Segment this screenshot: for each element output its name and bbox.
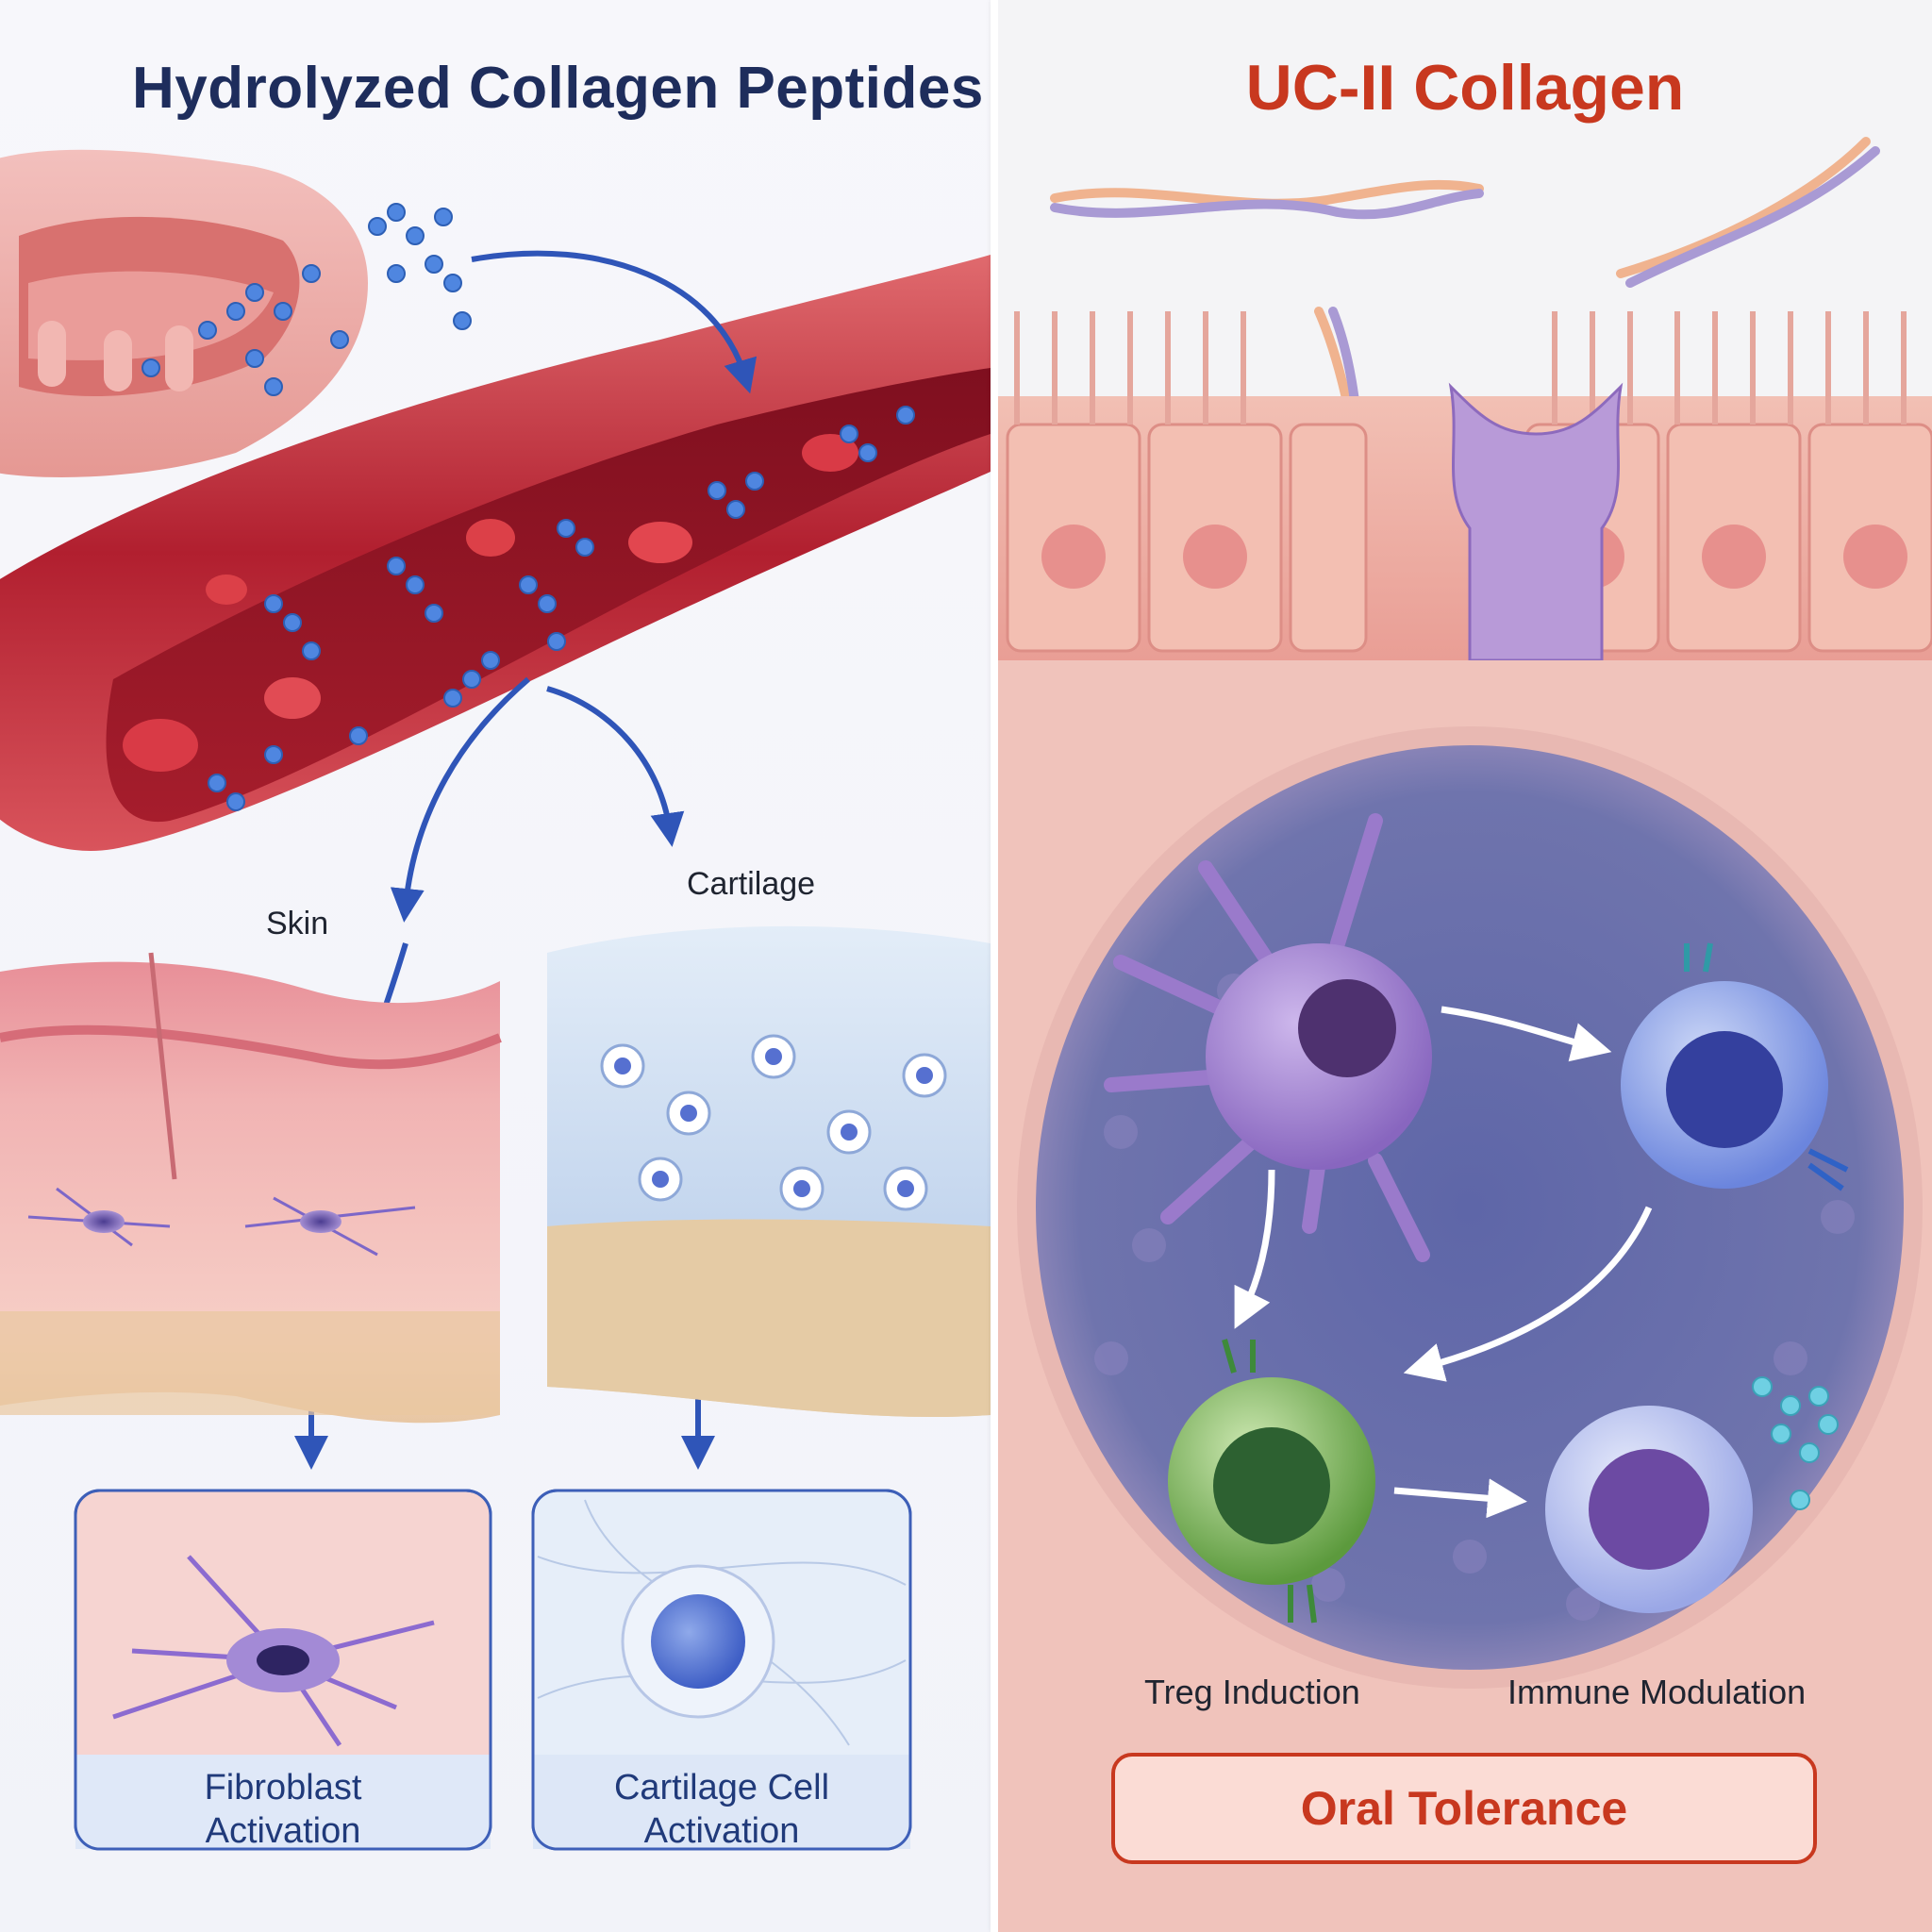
cartilage-cell-activation-label: Cartilage Cell Activation [533,1766,910,1853]
antigen-presenting-cell [1104,813,1432,1262]
immune-flow-arrows [1234,1006,1653,1519]
fibroblast-label-line2: Activation [205,1811,361,1851]
lymphoid-follicle [1017,726,1923,1689]
right-illustration [998,137,1932,1932]
fibroblast-outcome-box [74,1489,492,1851]
cartilage-tissue-block [547,925,991,1418]
fibroblast-label-line1: Fibroblast [204,1768,362,1807]
right-panel: UC-II Collagen Treg Induction Immune Mod… [998,0,1932,1932]
fibroblast-activation-label: Fibroblast Activation [75,1766,491,1853]
intestinal-epithelium [998,311,1932,662]
intestine-segment [0,149,368,477]
t-cell [1621,942,1849,1191]
peptide-molecules [142,203,915,811]
panel-divider [991,0,998,1932]
cartilage-cell-outcome-box [531,1489,912,1851]
left-panel: Hydrolyzed Collagen Peptides Skin Cartil… [0,0,991,1932]
left-illustration [0,149,991,1851]
skin-tissue-block [0,952,502,1424]
oral-tolerance-label: Oral Tolerance [1300,1782,1628,1835]
right-title: UC-II Collagen [1245,52,1685,124]
m-cell [1448,382,1624,662]
skin-label: Skin [266,906,329,941]
treg-induction-label: Treg Induction [1144,1673,1360,1711]
immune-modulation-cell [1545,1376,1839,1613]
immune-modulation-label: Immune Modulation [1507,1673,1807,1711]
treg-cell [1168,1339,1375,1624]
oral-tolerance-box [1111,1753,1817,1864]
cartilage-label: Cartilage [687,866,816,902]
cartilage-cell-label-line2: Activation [643,1811,800,1851]
cartilage-cell-label-line1: Cartilage Cell [613,1768,830,1807]
left-title: Hydrolyzed Collagen Peptides [132,56,984,121]
